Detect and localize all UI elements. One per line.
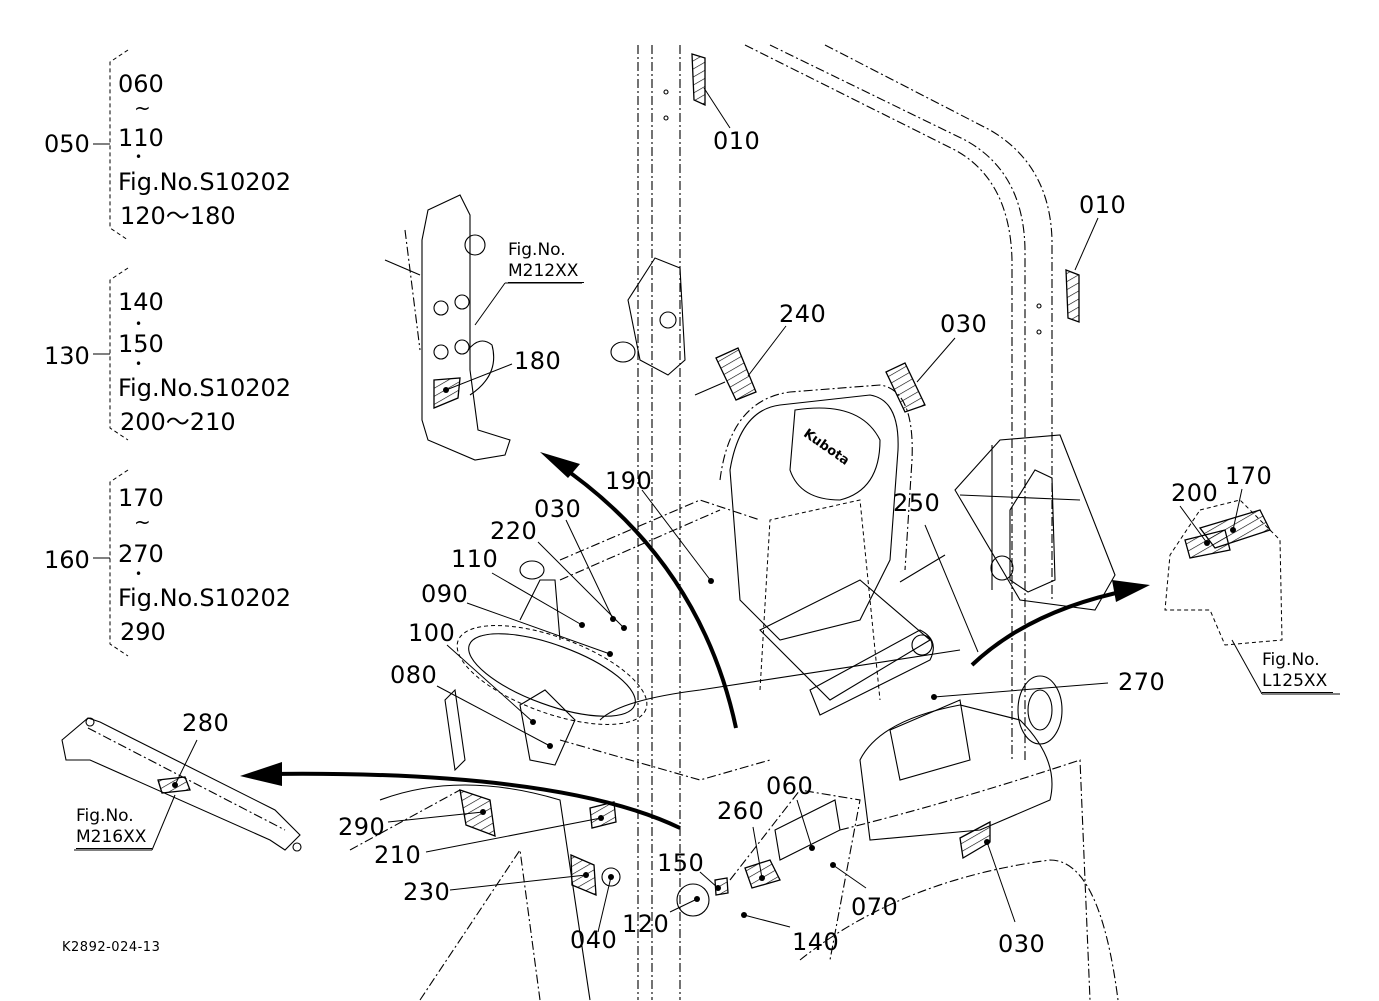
callout-240[interactable]: 240 [779, 300, 827, 328]
decal-010-upper [691, 53, 731, 129]
callout-090[interactable]: 090 [421, 580, 469, 608]
callout-250[interactable]: 250 [893, 489, 941, 517]
callout-260[interactable]: 260 [717, 797, 765, 825]
callout-290[interactable]: 290 [338, 813, 386, 841]
callout-100[interactable]: 100 [408, 619, 456, 647]
index-line: Fig.No.S10202 [118, 584, 292, 612]
callout-210[interactable]: 210 [374, 841, 422, 869]
reference-arrows [240, 452, 1150, 830]
fig-ref-code: L125XX [1262, 671, 1334, 693]
rops-frame [610, 44, 1116, 1000]
callout-040[interactable]: 040 [570, 926, 618, 954]
callout-030[interactable]: 030 [534, 495, 582, 523]
index-line: ~ [134, 510, 151, 534]
index-bracket-130 [93, 267, 129, 441]
callout-270[interactable]: 270 [1118, 668, 1166, 696]
index-line: • [135, 357, 143, 371]
callout-190[interactable]: 190 [605, 467, 653, 495]
callout-150[interactable]: 150 [657, 849, 705, 877]
index-line: 200～210 [120, 408, 236, 436]
decal-030-upper [885, 337, 956, 413]
operator-seat [719, 384, 979, 716]
index-line: • [135, 567, 143, 581]
steering-and-dash [349, 499, 1119, 1001]
callout-010[interactable]: 010 [713, 127, 761, 155]
fig-ref-title: Fig.No. [76, 806, 134, 826]
index-line: 170 [118, 484, 164, 512]
fig-ref-m216xx[interactable]: Fig.No. M216XX [76, 806, 153, 849]
callout-110[interactable]: 110 [451, 545, 499, 573]
callout-030[interactable]: 030 [940, 310, 988, 338]
callout-280[interactable]: 280 [182, 709, 230, 737]
index-bracket-050 [93, 49, 129, 241]
index-parent-050: 050 [44, 130, 90, 158]
fig-ref-code: M216XX [76, 827, 153, 849]
index-line: • [135, 150, 143, 164]
decals-dash [387, 519, 1109, 933]
index-bracket-160 [93, 469, 129, 657]
index-line: 060 [118, 70, 164, 98]
index-line: Fig.No.S10202 [118, 374, 292, 402]
callout-230[interactable]: 230 [403, 878, 451, 906]
fig-ref-code: M212XX [508, 261, 585, 283]
index-line: 150 [118, 330, 164, 358]
callout-010[interactable]: 010 [1079, 191, 1127, 219]
decal-010-right [1065, 217, 1099, 323]
index-line: 290 [120, 618, 166, 646]
callout-180[interactable]: 180 [514, 347, 562, 375]
index-line: Fig.No.S10202 [118, 168, 292, 196]
decal-240 [694, 325, 787, 401]
index-line: 110 [118, 124, 164, 152]
fig-ref-title: Fig.No. [1262, 650, 1320, 670]
index-line: 120～180 [120, 202, 236, 230]
bracket-m212xx [384, 194, 582, 461]
fig-ref-title: Fig.No. [508, 240, 566, 260]
fig-ref-m212xx[interactable]: Fig.No. M212XX [508, 240, 585, 283]
panel-l125xx [1164, 488, 1340, 695]
decal-190 [641, 489, 714, 584]
callout-080[interactable]: 080 [390, 661, 438, 689]
index-parent-130: 130 [44, 342, 90, 370]
index-line: ~ [134, 96, 151, 120]
index-line: • [135, 317, 143, 331]
callout-170[interactable]: 170 [1225, 462, 1273, 490]
callout-120[interactable]: 120 [622, 910, 670, 938]
callout-200[interactable]: 200 [1171, 479, 1219, 507]
callout-140[interactable]: 140 [792, 928, 840, 956]
callout-030[interactable]: 030 [998, 930, 1046, 958]
index-line: 140 [118, 288, 164, 316]
callout-060[interactable]: 060 [766, 772, 814, 800]
index-parent-160: 160 [44, 546, 90, 574]
bracket-m216xx [61, 717, 302, 852]
drawing-id: K2892-024-13 [62, 940, 161, 955]
fig-ref-l125xx[interactable]: Fig.No. L125XX [1262, 650, 1334, 693]
callout-220[interactable]: 220 [490, 517, 538, 545]
callout-070[interactable]: 070 [851, 893, 899, 921]
index-line: 270 [118, 540, 164, 568]
